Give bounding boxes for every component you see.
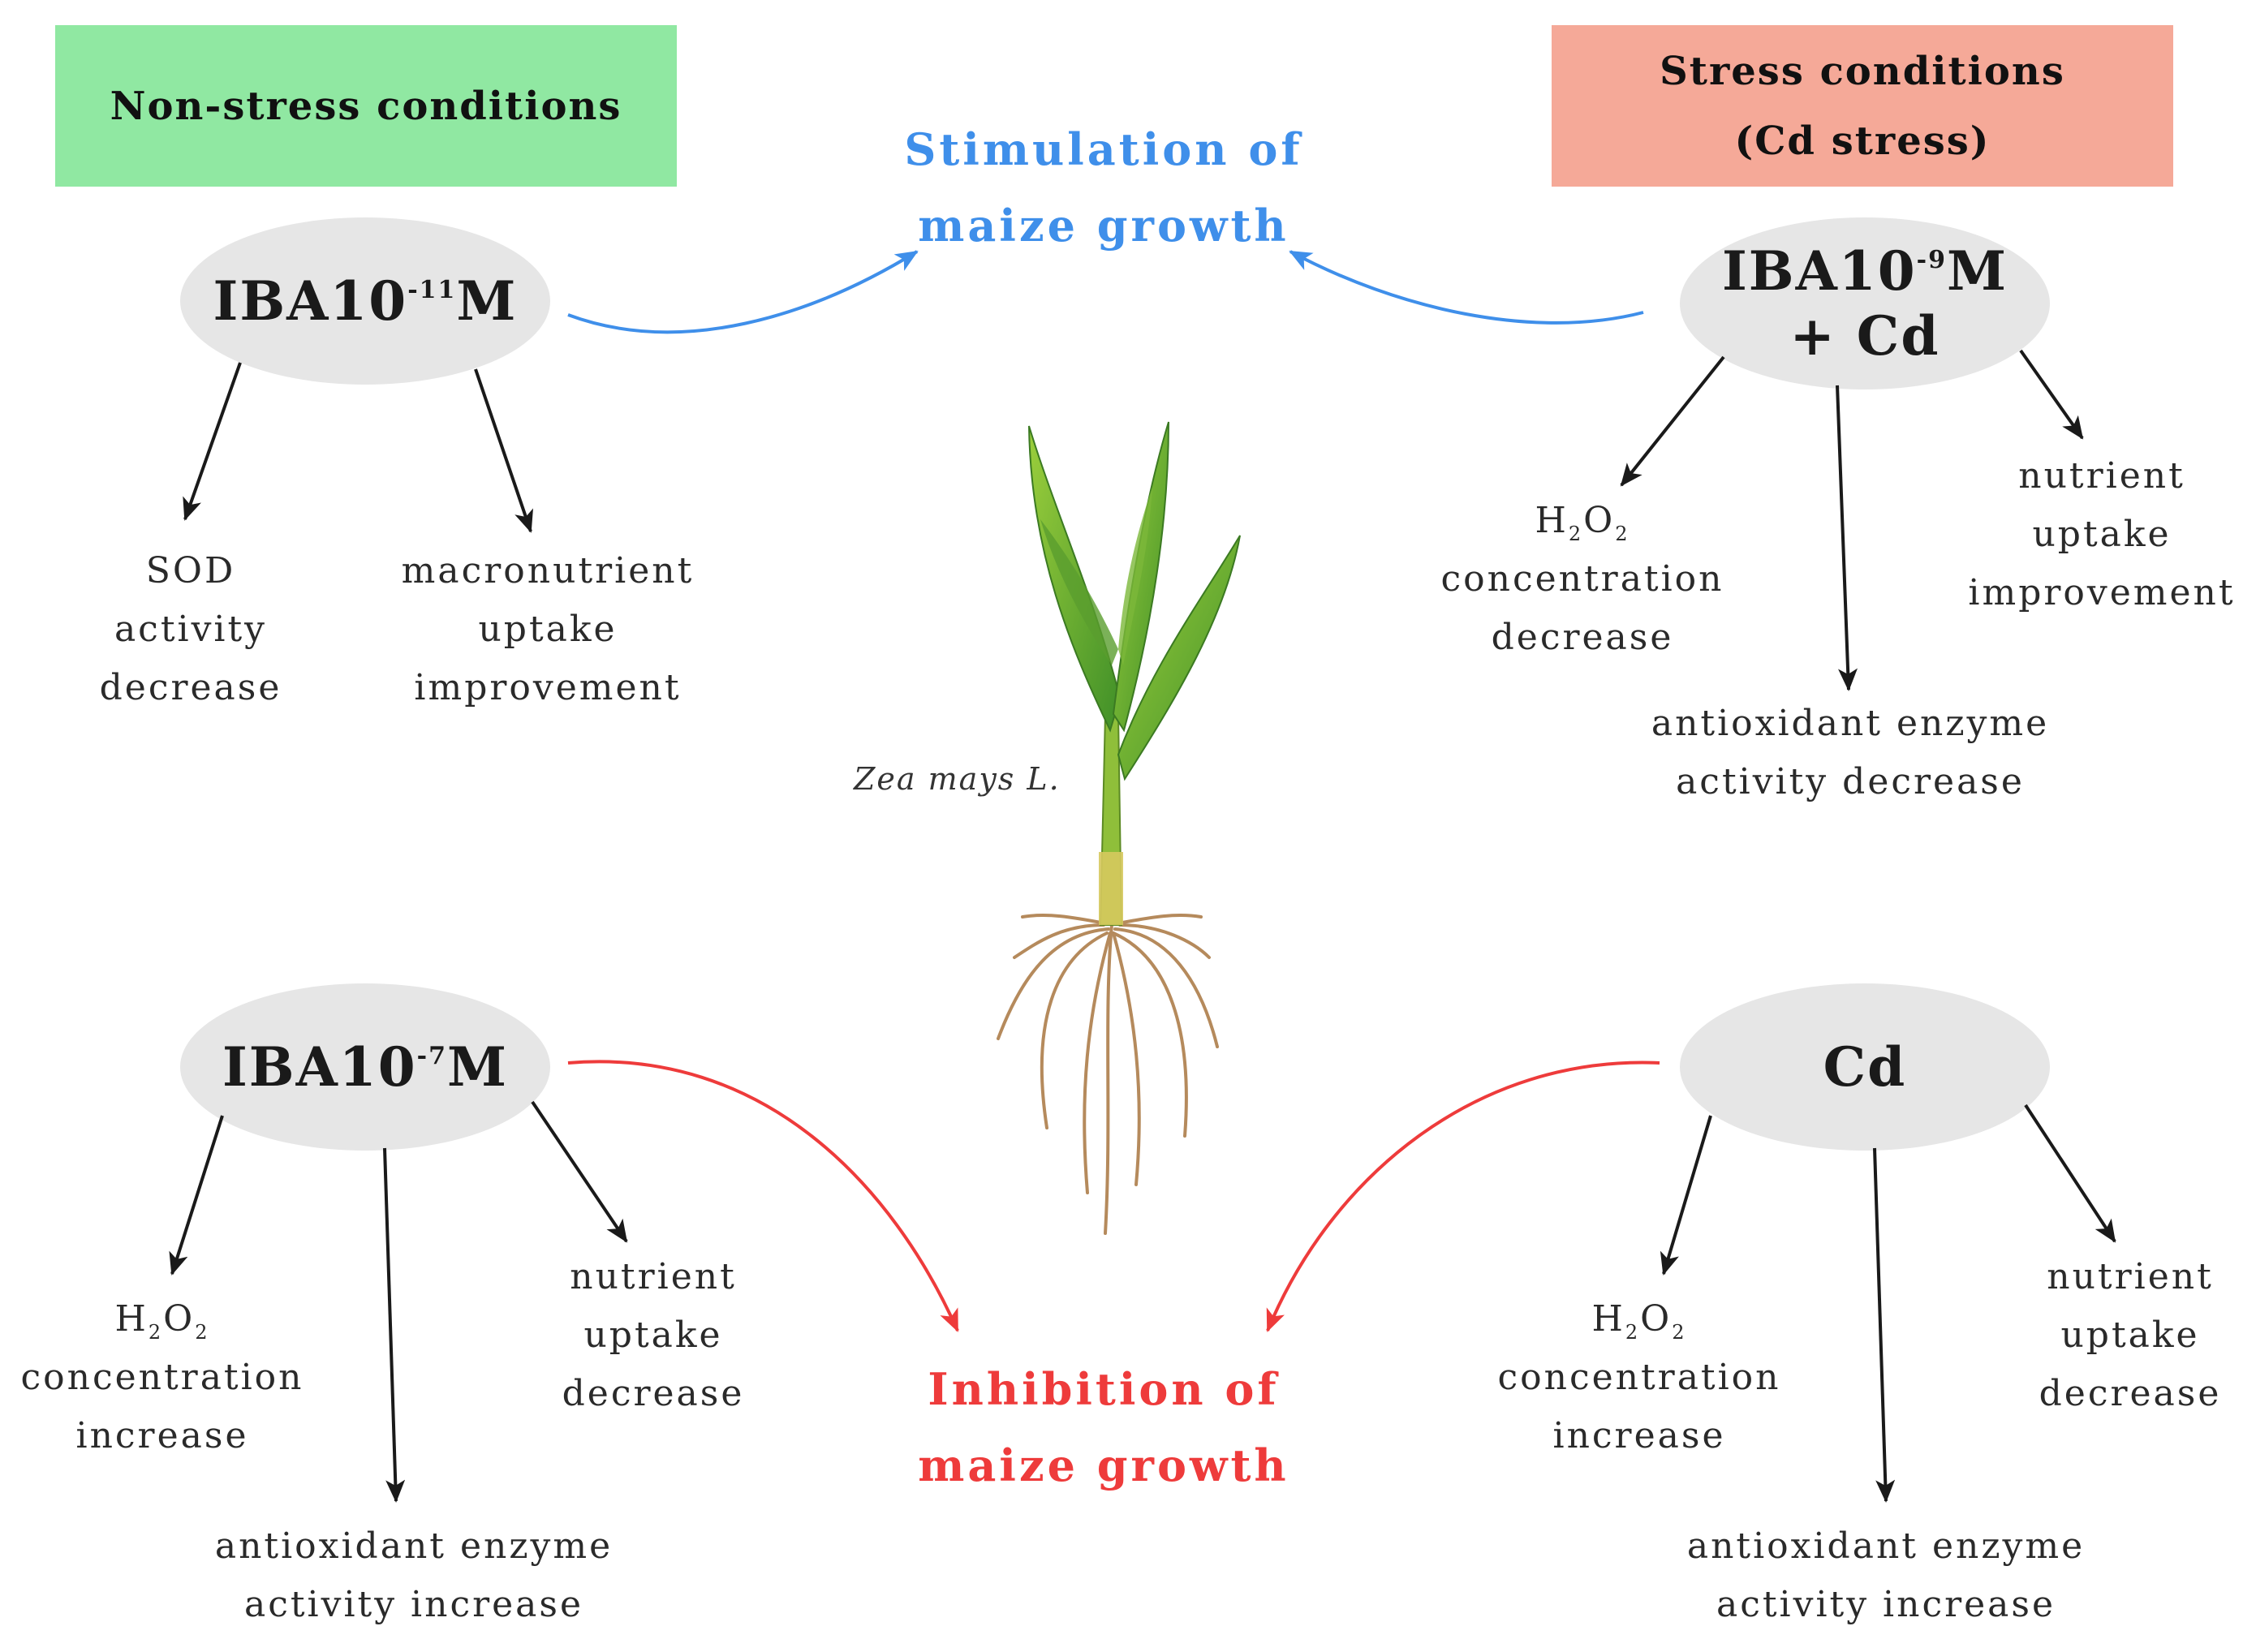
non-stress-header-label: Non-stress conditions [110, 83, 622, 129]
arrow-iba7-antiox [383, 1147, 406, 1503]
iba-10-9-cd-node: IBA10-9M + Cd [1680, 217, 2050, 389]
species-label: Zea mays L. [854, 761, 1061, 797]
stress-header-line2: (Cd stress) [1734, 118, 1991, 164]
inhibition-line2: maize growth [918, 1439, 1289, 1491]
cd-node: Cd [1680, 983, 2050, 1151]
arrow-cd-nutrient [2024, 1103, 2116, 1243]
arrow-iba11-sod [183, 362, 242, 521]
arrow-iba9-h2o2 [1620, 355, 1725, 487]
arrow-iba7-h2o2 [169, 1115, 224, 1276]
arrow-iba9-nutrient [2019, 349, 2084, 440]
stimulation-arrow-right [1289, 250, 1644, 325]
cd-node-label: Cd [1823, 1035, 1907, 1099]
iba-10-9-cd-line2: + Cd [1789, 304, 1940, 368]
inhibition-arrow-right [1266, 1060, 1660, 1332]
inhibition-line1: Inhibition of [928, 1363, 1280, 1415]
arrow-iba11-macro [474, 368, 533, 533]
arrow-iba7-nutrient [531, 1100, 628, 1243]
stimulation-line2: maize growth [918, 200, 1289, 252]
inhibition-arrow-left [567, 1060, 959, 1332]
stress-header-line1: Stress conditions [1660, 48, 2065, 94]
maize-plant-illustration [997, 421, 1241, 1235]
stimulation-line1: Stimulation of [904, 123, 1303, 175]
arrow-cd-antiox [1873, 1147, 1896, 1503]
stimulation-arrow-left [567, 250, 919, 334]
stimulation-outcome: Stimulation of maize growth [893, 111, 1315, 264]
non-stress-header: Non-stress conditions [55, 25, 677, 187]
inhibition-outcome: Inhibition of maize growth [893, 1351, 1315, 1504]
arrow-cd-h2o2 [1660, 1115, 1712, 1276]
arrow-iba9-antiox [1836, 385, 1858, 691]
iba-10-7-node: IBA10-7M [180, 983, 550, 1151]
stress-header: Stress conditions (Cd stress) [1552, 25, 2173, 187]
iba-10-11-node: IBA10-11M [180, 217, 550, 385]
